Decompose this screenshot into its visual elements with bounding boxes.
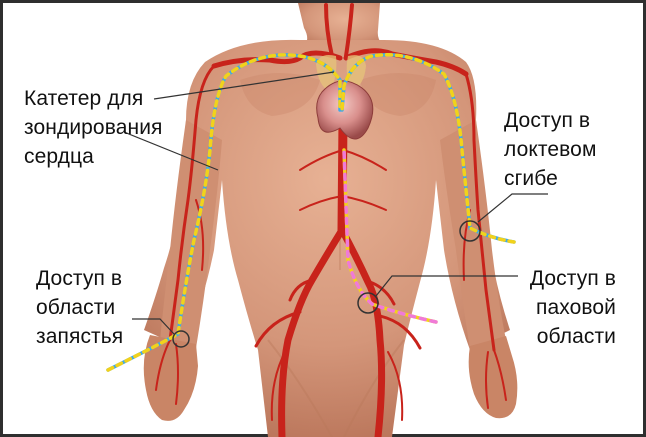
wrist-label-line-3: запястья xyxy=(36,322,123,351)
elbow-label-line-1: Доступ в xyxy=(504,106,597,135)
groin-label-line-2: паховой xyxy=(520,293,616,322)
catheter-label-line-2: зондирования xyxy=(24,113,163,142)
groin-label-line-1: Доступ в xyxy=(520,264,616,293)
catheter-label-line-3: сердца xyxy=(24,142,163,171)
elbow-access-label: Доступ в локтевом сгибе xyxy=(504,106,597,193)
wrist-label-line-1: Доступ в xyxy=(36,264,123,293)
groin-label-line-3: области xyxy=(520,322,616,351)
wrist-access-label: Доступ в области запястья xyxy=(36,264,123,351)
wrist-label-line-2: области xyxy=(36,293,123,322)
elbow-label-line-2: локтевом xyxy=(504,135,597,164)
catheter-label: Катетер для зондирования сердца xyxy=(24,84,163,171)
catheter-label-line-1: Катетер для xyxy=(24,84,163,113)
groin-access-label: Доступ в паховой области xyxy=(520,264,616,351)
elbow-label-line-3: сгибе xyxy=(504,164,597,193)
